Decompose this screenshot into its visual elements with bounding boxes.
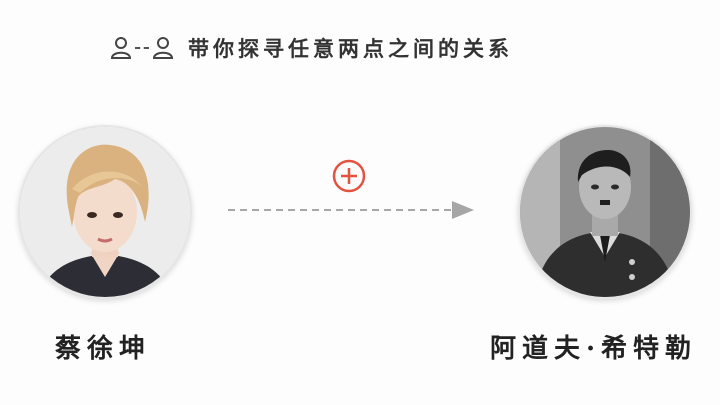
add-relation-button[interactable]	[331, 158, 367, 194]
header: 带你探寻任意两点之间的关系	[110, 28, 513, 68]
person-outline-icon	[152, 37, 174, 59]
person-outline-icon	[110, 37, 132, 59]
left-person-name: 蔡徐坤	[55, 334, 152, 364]
right-person-name: 阿道夫·希特勒	[490, 334, 698, 364]
dashed-link	[135, 47, 149, 49]
person-photo-avatar	[20, 127, 190, 297]
left-person-avatar[interactable]	[18, 125, 192, 299]
two-people-link-icon	[110, 36, 174, 60]
plus-circle-icon	[332, 159, 366, 193]
right-person-avatar[interactable]	[518, 125, 692, 299]
person-photo-avatar	[520, 127, 690, 297]
dashed-arrow-icon	[226, 200, 476, 220]
page-title: 带你探寻任意两点之间的关系	[188, 36, 513, 61]
